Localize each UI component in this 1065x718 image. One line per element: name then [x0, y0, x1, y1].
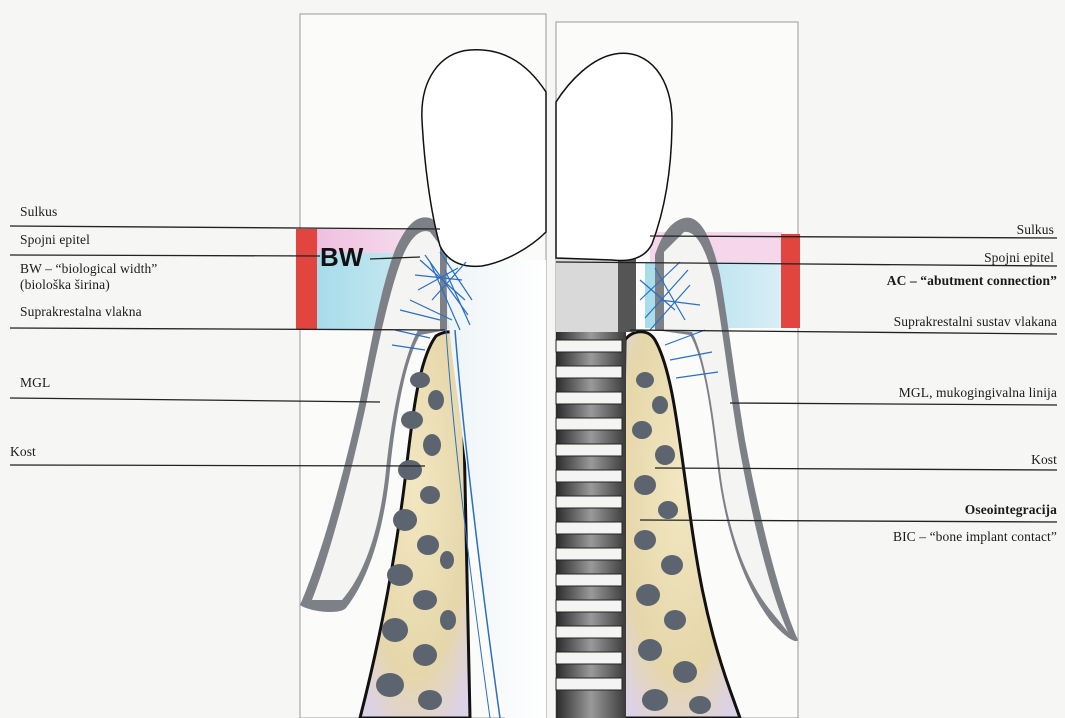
label-kost-right: Kost	[1031, 452, 1057, 468]
label-spojni-epitel-right: Spojni epitel	[984, 250, 1054, 266]
label-sulkus-right: Sulkus	[1017, 222, 1054, 238]
label-mgl-right: MGL, mukogingivalna linija	[899, 385, 1057, 401]
label-mgl-left: MGL	[20, 375, 50, 391]
label-kost-left: Kost	[10, 444, 36, 460]
label-oseointegracija: Oseointegracija	[965, 502, 1057, 518]
bw-marker: BW	[320, 242, 363, 272]
label-suprakrestalna-vlakna: Suprakrestalna vlakna	[20, 304, 142, 320]
label-suprakrestalni-sustav: Suprakrestalni sustav vlakana	[894, 314, 1057, 330]
label-bw-line1: BW – “biological width”	[20, 261, 157, 277]
tooth-crown-left	[422, 50, 546, 267]
bw-red-bar	[296, 229, 317, 329]
implant-crown-right	[556, 53, 672, 260]
label-bic: BIC – “bone implant contact”	[893, 529, 1057, 545]
ac-red-bar	[781, 234, 800, 328]
label-bw-line2: (biološka širina)	[20, 277, 110, 293]
label-spojni-epitel-left: Spojni epitel	[20, 232, 90, 248]
label-abutment-connection: AC – “abutment connection”	[887, 273, 1057, 289]
abutment-shadow	[618, 258, 636, 332]
label-sulkus-left: Sulkus	[20, 204, 57, 220]
